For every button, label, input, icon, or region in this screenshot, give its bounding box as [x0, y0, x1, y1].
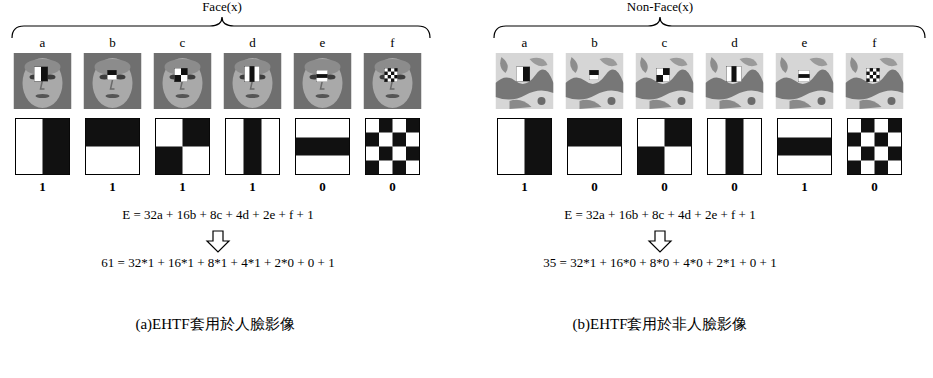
formula-result: 35 = 32*1 + 16*0 + 8*0 + 4*0 + 2*1 + 0 +…	[543, 256, 776, 271]
feature-letter: e	[802, 36, 808, 51]
feature-bit: 1	[179, 180, 186, 195]
feature-letter: d	[731, 36, 738, 51]
feature-letter: c	[662, 36, 668, 51]
feature-letter: b	[109, 36, 116, 51]
group-brace	[12, 17, 430, 38]
non-face-images	[496, 53, 904, 109]
feature-bit: 0	[319, 180, 326, 195]
feature-bit: 1	[249, 180, 256, 195]
feature-bit: 1	[39, 180, 46, 195]
feature-letter: d	[249, 36, 256, 51]
haar-patterns	[16, 119, 902, 175]
down-arrow	[649, 231, 671, 252]
face-images	[14, 53, 422, 109]
group-title: Face(x)	[202, 0, 242, 15]
feature-letter: b	[591, 36, 598, 51]
feature-bit: 0	[591, 180, 598, 195]
group-brace	[494, 17, 925, 38]
feature-bit: 0	[731, 180, 738, 195]
feature-letter: f	[872, 36, 876, 51]
group-title: Non-Face(x)	[627, 0, 693, 15]
feature-letter: a	[522, 36, 528, 51]
feature-bit: 1	[801, 180, 808, 195]
feature-bit: 0	[389, 180, 396, 195]
formula: E = 32a + 16b + 8c + 4d + 2e + f + 1	[122, 208, 313, 223]
formula-result: 61 = 32*1 + 16*1 + 8*1 + 4*1 + 2*0 + 0 +…	[101, 256, 334, 271]
feature-bit: 0	[871, 180, 878, 195]
formula: E = 32a + 16b + 8c + 4d + 2e + f + 1	[564, 208, 755, 223]
feature-letter: c	[180, 36, 186, 51]
caption: (b)EHTF套用於非人臉影像	[573, 316, 748, 333]
feature-bit: 1	[521, 180, 528, 195]
caption: (a)EHTF套用於人臉影像	[135, 316, 294, 333]
feature-bit: 0	[661, 180, 668, 195]
feature-letter: a	[40, 36, 46, 51]
feature-letter: e	[320, 36, 326, 51]
down-arrow	[207, 231, 229, 252]
feature-bit: 1	[109, 180, 116, 195]
feature-letter: f	[390, 36, 394, 51]
